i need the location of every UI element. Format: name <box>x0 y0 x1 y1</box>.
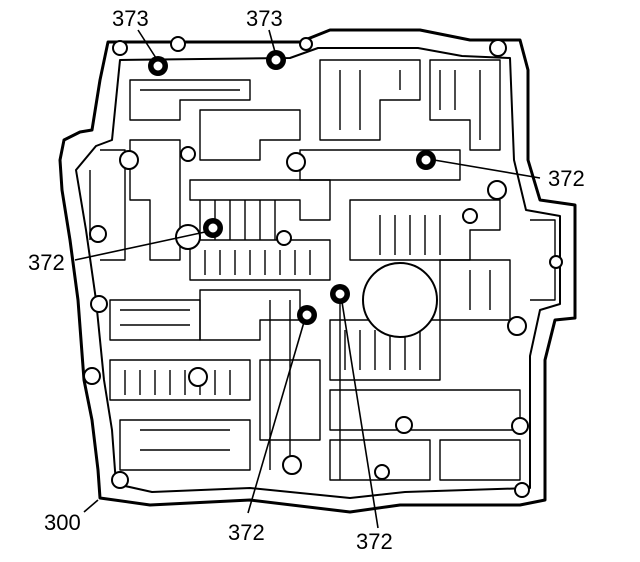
callout-372-right: 372 <box>548 166 585 191</box>
seal-ring-373-center <box>266 50 286 70</box>
seal-ring-372-right <box>416 150 436 170</box>
callout-372-bottom-center: 372 <box>228 520 265 545</box>
bolt-holes <box>83 36 563 498</box>
callout-373-left: 373 <box>112 6 149 31</box>
callout-372-bottom-right: 372 <box>356 529 393 554</box>
leader-lines <box>74 29 541 529</box>
callout-373-center: 373 <box>246 6 283 31</box>
seal-ring-372-left <box>203 218 223 238</box>
seal-ring-372-bottom-center <box>297 305 317 325</box>
seal-ring-372-bottom-right <box>330 284 350 304</box>
seal-ring-373-left <box>148 56 168 76</box>
callout-372-left: 372 <box>28 250 65 275</box>
fluid-channels <box>89 59 556 481</box>
callout-300-plate: 300 <box>44 510 81 535</box>
